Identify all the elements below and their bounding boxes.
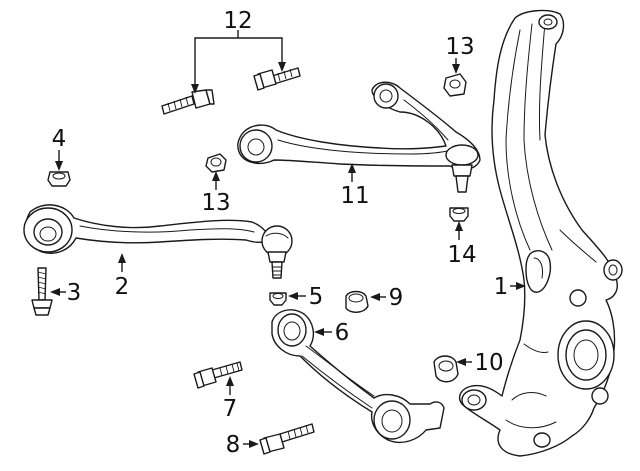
- callout-8: 8: [226, 432, 241, 458]
- callout-11: 11: [340, 183, 369, 209]
- callout-10: 10: [474, 350, 503, 376]
- bushing-10: [433, 355, 459, 383]
- bolt-7: [193, 361, 243, 389]
- nut-13-right: [443, 73, 467, 97]
- nut-4: [47, 171, 71, 187]
- nut-13-left: [205, 153, 227, 173]
- callout-13-right: 13: [445, 34, 474, 60]
- bolt-12-right: [253, 67, 301, 91]
- lower-link-arm: [271, 309, 445, 444]
- callout-3: 3: [67, 280, 82, 306]
- callout-12: 12: [223, 8, 252, 34]
- callout-9: 9: [389, 285, 404, 311]
- leader-lines: [50, 30, 526, 448]
- upper-control-arm: [237, 81, 481, 193]
- callout-2: 2: [115, 274, 130, 300]
- callout-6: 6: [335, 320, 350, 346]
- callout-13-left: 13: [201, 190, 230, 216]
- nut-14: [449, 207, 469, 222]
- steering-knuckle: [458, 9, 623, 457]
- callout-1: 1: [494, 274, 509, 300]
- callout-7: 7: [223, 396, 238, 422]
- bolt-3: [31, 267, 53, 316]
- bushing-9: [345, 290, 369, 313]
- callout-5: 5: [309, 284, 324, 310]
- bolt-12-left: [161, 89, 215, 115]
- nut-5: [269, 292, 287, 306]
- callout-4: 4: [52, 126, 67, 152]
- callout-14: 14: [447, 242, 476, 268]
- lower-control-arm: [23, 204, 293, 279]
- bolt-8: [259, 423, 315, 455]
